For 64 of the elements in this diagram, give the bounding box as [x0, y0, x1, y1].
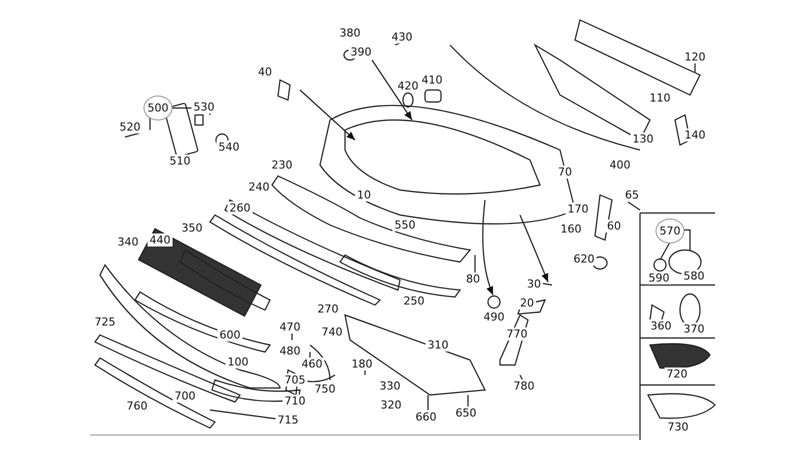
callout-number: 420 [396, 80, 420, 92]
callout-number: 30 [525, 278, 543, 290]
callout-number: 700 [172, 390, 198, 402]
callout-number: 710 [282, 394, 308, 408]
callout-number: 20 [518, 296, 536, 310]
callout-number: 600 [218, 328, 242, 342]
callout-number: 350 [180, 222, 204, 234]
callout-number: 760 [124, 400, 150, 412]
callout-number: 715 [276, 414, 300, 426]
callout-number: 310 [426, 338, 450, 352]
callout-number: 440 [148, 234, 172, 246]
callout-number: 620 [572, 252, 596, 266]
callout-number: 540 [216, 140, 242, 154]
callout-number: 460 [300, 358, 324, 370]
callout-number: 400 [608, 158, 632, 172]
callout-number: 480 [278, 344, 302, 358]
callout-number: 70 [556, 166, 574, 178]
callout-number: 580 [682, 270, 706, 282]
callout-number: 120 [682, 50, 708, 64]
callout-number: 705 [282, 374, 308, 386]
callout-number: 570 [656, 218, 684, 244]
callout-number: 780 [512, 380, 536, 392]
callout-number: 390 [348, 46, 374, 58]
callout-number: 430 [390, 30, 414, 44]
callout-number: 260 [228, 202, 252, 214]
callout-number: 100 [226, 356, 250, 368]
callout-number: 530 [192, 100, 216, 114]
callout-number: 750 [312, 382, 338, 396]
callout-number: 340 [116, 236, 140, 248]
callout-number: 320 [378, 398, 404, 412]
callout-number: 510 [168, 154, 192, 168]
callout-number: 130 [630, 132, 656, 146]
callout-number: 370 [682, 322, 706, 336]
callout-number: 650 [454, 406, 478, 420]
callout-number: 140 [682, 128, 708, 142]
callout-number: 180 [350, 358, 374, 370]
callout-number: 470 [278, 320, 302, 334]
callout-number: 80 [464, 272, 482, 286]
callout-number: 170 [566, 202, 590, 216]
callout-number: 230 [270, 158, 294, 172]
callout-number: 770 [504, 328, 530, 340]
callout-number: 250 [402, 294, 426, 308]
callout-number: 160 [558, 222, 584, 236]
callout-number: 10 [355, 188, 373, 202]
callout-number: 590 [646, 272, 672, 284]
callout-number: 410 [420, 74, 444, 86]
callout-number: 740 [320, 326, 344, 338]
callout-number: 380 [338, 26, 362, 40]
callout-number: 270 [316, 302, 340, 316]
callout-number: 330 [378, 380, 402, 392]
callout-number: 60 [605, 220, 623, 232]
callout-number: 520 [118, 120, 142, 134]
callout-number: 550 [392, 218, 418, 232]
callout-number: 65 [623, 188, 641, 202]
callout-number: 40 [256, 66, 274, 78]
callout-number: 490 [482, 310, 506, 324]
callout-number: 110 [648, 92, 672, 104]
callout-number: 500 [144, 96, 172, 120]
callout-number: 660 [414, 410, 438, 424]
callout-number: 725 [92, 316, 118, 328]
callout-number: 360 [648, 320, 674, 332]
callout-number: 720 [664, 368, 690, 380]
callout-number: 730 [666, 420, 690, 434]
callout-number: 240 [246, 180, 272, 194]
